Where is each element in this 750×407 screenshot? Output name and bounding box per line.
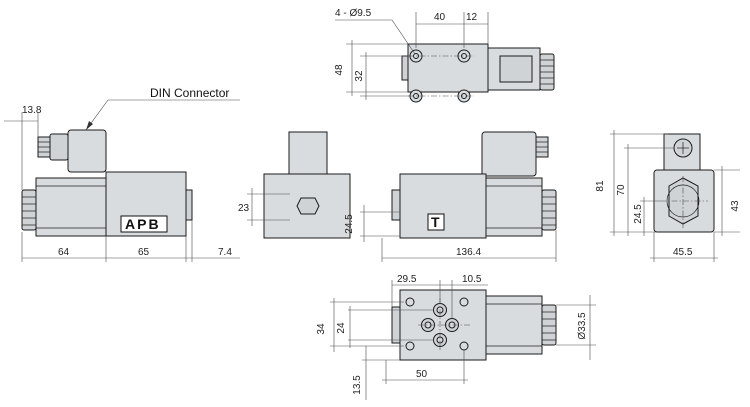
- dim-24: 24: [336, 322, 347, 334]
- nameplate-t: T: [431, 214, 442, 230]
- dim-81: 81: [595, 180, 606, 192]
- right-front-view: 81 70 24.5 43 45.5: [595, 130, 741, 262]
- dim-24-5-mid: 24.5: [344, 214, 355, 234]
- dim-65: 65: [138, 247, 150, 258]
- dim-136-4: 136.4: [456, 247, 481, 258]
- dim-70: 70: [616, 184, 627, 196]
- dim-45-5: 45.5: [673, 247, 693, 258]
- dim-29-5: 29.5: [397, 274, 417, 285]
- dim-40: 40: [434, 12, 446, 23]
- dim-13-8: 13.8: [22, 105, 42, 116]
- nameplate-apb: APB: [125, 216, 161, 232]
- dim-4-holes: 4 - Ø9.5: [335, 8, 372, 19]
- dim-13-5: 13.5: [352, 375, 363, 395]
- dim-50: 50: [416, 369, 428, 380]
- dim-32: 32: [354, 70, 365, 82]
- dim-23: 23: [238, 203, 250, 214]
- top-view: 4 - Ø9.5 40 12 48 32: [334, 8, 555, 103]
- left-side-view: APB DIN Connector 13.8 64 65 7.4: [4, 86, 240, 262]
- bottom-view: 29.5 10.5 34 24 13.5 50 Ø33.5: [316, 274, 596, 400]
- dim-24-5-right: 24.5: [633, 204, 644, 224]
- dim-43: 43: [730, 200, 741, 212]
- end-view: 23: [238, 131, 351, 239]
- dim-7-4: 7.4: [218, 247, 232, 258]
- dim-12: 12: [466, 12, 478, 23]
- dim-34: 34: [316, 323, 327, 335]
- dim-64: 64: [58, 247, 70, 258]
- dim-diameter-33-5: Ø33.5: [577, 312, 588, 340]
- dim-10-5: 10.5: [462, 274, 482, 285]
- middle-side-view: T 24.5 136.4: [344, 131, 557, 262]
- din-connector-label: DIN Connector: [150, 86, 229, 100]
- dim-48: 48: [334, 64, 345, 76]
